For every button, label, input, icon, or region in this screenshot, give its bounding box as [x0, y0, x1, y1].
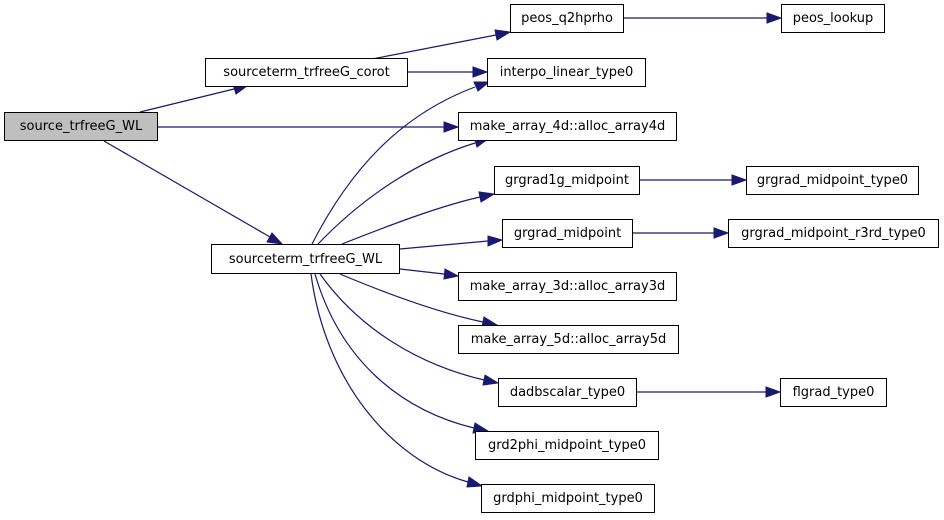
node-grgrad-midpoint[interactable]: grgrad_midpoint: [502, 219, 633, 248]
edge-wl-to-array3d: [399, 268, 445, 275]
edge-source-to-wl: [103, 140, 271, 238]
node-make-array-5d-alloc-array5d[interactable]: make_array_5d::alloc_array5d: [458, 325, 679, 354]
arrow-wl-to-grgrad: [487, 235, 504, 247]
node-interpo-linear-type0[interactable]: interpo_linear_type0: [487, 58, 646, 87]
node-grgrad-midpoint-type0[interactable]: grgrad_midpoint_type0: [746, 166, 919, 195]
node-make-array-4d-alloc-array4d[interactable]: make_array_4d::alloc_array4d: [458, 112, 677, 141]
arrow-wl-to-interpo: [473, 81, 491, 92]
edge-wl-to-interpo: [311, 86, 476, 245]
arrow-wl-to-array3d: [443, 268, 460, 280]
node-make-array-3d-alloc-array3d[interactable]: make_array_3d::alloc_array3d: [458, 272, 677, 301]
node-flgrad-type0[interactable]: flgrad_type0: [780, 378, 887, 407]
arrow-wl-to-grgrad1g: [478, 191, 496, 203]
node-grd2phi-midpoint-type0[interactable]: grd2phi_midpoint_type0: [475, 431, 659, 460]
node-grdphi-midpoint-type0[interactable]: grdphi_midpoint_type0: [481, 484, 655, 513]
arrow-wl-to-grdphi: [466, 476, 484, 488]
node-sourceterm-trfreeg-corot[interactable]: sourceterm_trfreeG_corot: [205, 58, 408, 87]
arrow-source-to-array4d: [443, 121, 460, 133]
arrow-source-to-wl: [266, 232, 284, 245]
node-peos-lookup[interactable]: peos_lookup: [781, 4, 885, 33]
node-peos-q2hprho[interactable]: peos_q2hprho: [510, 4, 624, 33]
edge-wl-to-grdphi: [310, 273, 469, 483]
arrow-corot-to-interpo: [472, 66, 489, 78]
edge-wl-to-grgrad1g: [341, 196, 481, 245]
node-grgrad1g-midpoint[interactable]: grgrad1g_midpoint: [494, 166, 640, 195]
node-sourceterm-trfreeg-wl[interactable]: sourceterm_trfreeG_WL: [211, 244, 400, 274]
edge-wl-to-grgrad: [399, 240, 489, 250]
node-dadbscalar-type0[interactable]: dadbscalar_type0: [498, 378, 637, 407]
arrow-q2hprho-to-lookup: [766, 12, 783, 24]
edge-wl-to-grd2phi: [314, 273, 475, 429]
edge-wl-to-array5d: [339, 273, 484, 323]
node-grgrad-midpoint-r3rd-type0[interactable]: grgrad_midpoint_r3rd_type0: [728, 219, 939, 248]
arrow-grgrad-to-r3rd: [713, 227, 730, 239]
arrow-dadbscalar-to-flgrad: [765, 386, 782, 398]
arrow-wl-to-dadbscalar: [482, 374, 500, 386]
node-source-trfreeg-wl[interactable]: source_trfreeG_WL: [4, 112, 158, 141]
edge-wl-to-dadbscalar: [319, 273, 485, 381]
arrow-corot-to-q2hprho: [494, 29, 512, 41]
arrow-grgrad1g-to-type0: [731, 174, 748, 186]
edge-source-to-corot: [139, 88, 235, 113]
edge-corot-to-q2hprho: [371, 34, 497, 60]
edge-wl-to-array4d: [317, 142, 476, 245]
